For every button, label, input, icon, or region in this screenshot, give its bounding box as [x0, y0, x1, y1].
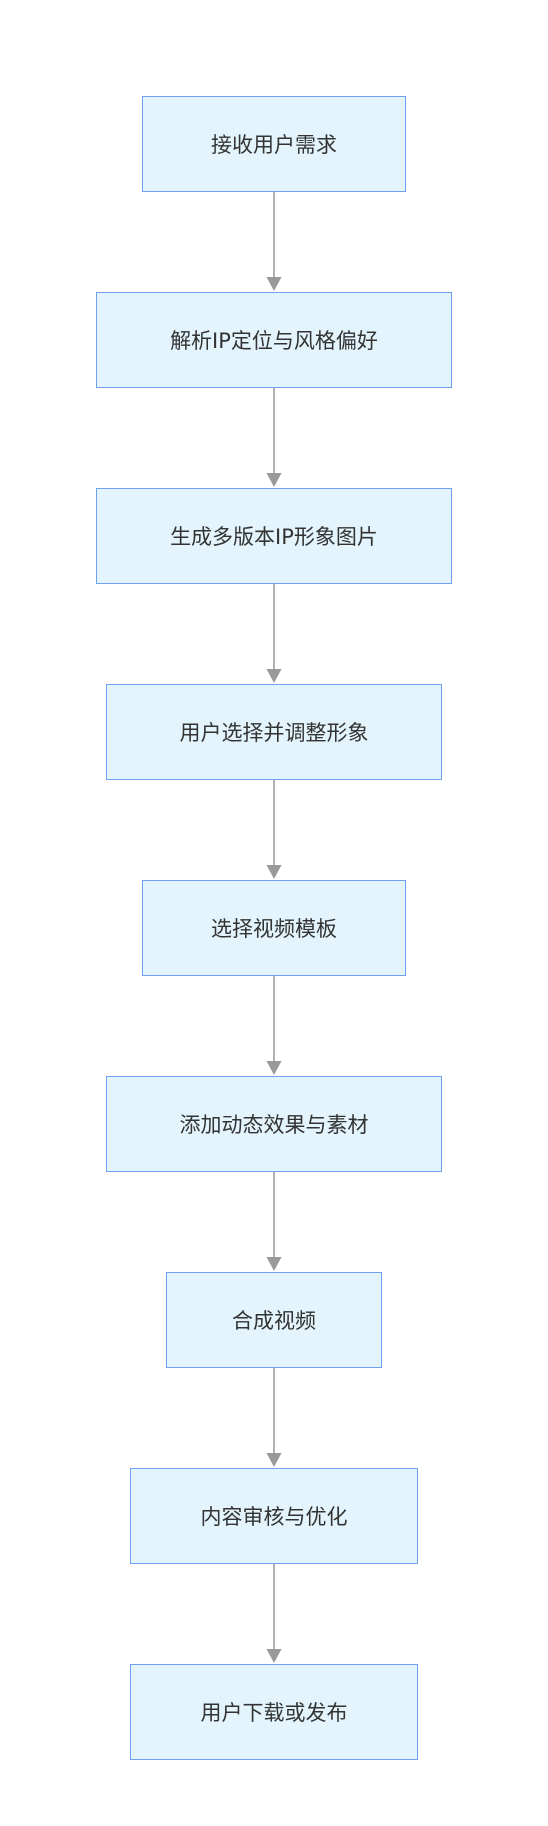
arrow-7 [266, 1368, 282, 1467]
arrow-8 [266, 1564, 282, 1663]
arrow-4 [266, 780, 282, 879]
arrow-1 [266, 192, 282, 291]
step-parse-ip-positioning: 解析IP定位与风格偏好 [96, 292, 452, 388]
step-review-optimize: 内容审核与优化 [130, 1468, 418, 1564]
step-user-select-adjust: 用户选择并调整形象 [106, 684, 442, 780]
arrow-3 [266, 584, 282, 683]
step-receive-requirements: 接收用户需求 [142, 96, 406, 192]
arrow-5 [266, 976, 282, 1075]
arrow-2 [266, 388, 282, 487]
step-generate-ip-images: 生成多版本IP形象图片 [96, 488, 452, 584]
step-compose-video: 合成视频 [166, 1272, 382, 1368]
step-add-effects-assets: 添加动态效果与素材 [106, 1076, 442, 1172]
step-select-video-template: 选择视频模板 [142, 880, 406, 976]
step-download-publish: 用户下载或发布 [130, 1664, 418, 1760]
arrow-6 [266, 1172, 282, 1271]
